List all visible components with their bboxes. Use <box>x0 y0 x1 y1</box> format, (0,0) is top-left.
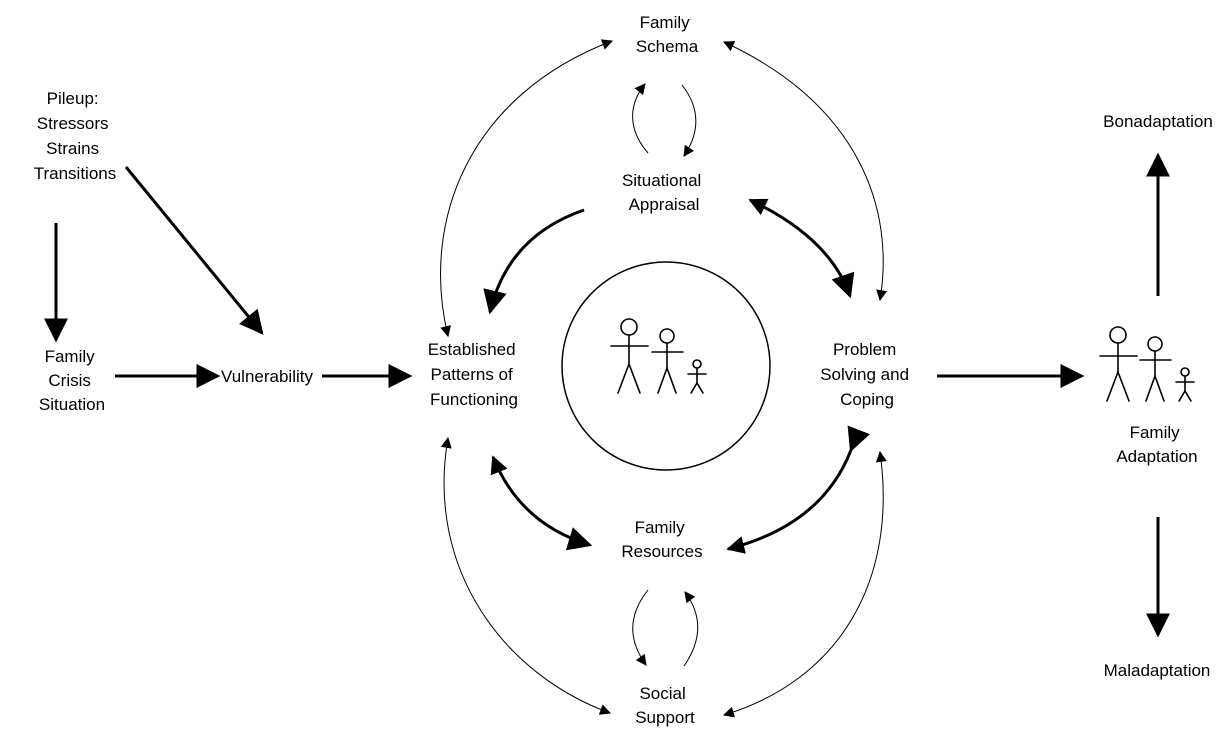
stick-figure-family-icon <box>1099 326 1195 402</box>
arrow-pileup-to-vulnerability <box>124 166 264 335</box>
arrow-support-to-resources <box>683 591 699 667</box>
problem-solving-label: Problem Solving and Coping <box>820 340 914 409</box>
arrow-schema-to-appraisal <box>681 84 697 157</box>
arrow-appraisal-to-schema <box>632 83 649 154</box>
family-schema-label: Family Schema <box>636 13 699 56</box>
pileup-label: Pileup: Stressors Strains Transitions <box>34 89 117 183</box>
established-patterns-label: Established Patterns of Functioning <box>428 340 521 409</box>
bonadaptation-label: Bonadaptation <box>1103 112 1213 131</box>
vulnerability-label: Vulnerability <box>221 367 313 386</box>
family-crisis-situation-label: Family Crisis Situation <box>39 347 105 414</box>
situational-appraisal-label: Situational Appraisal <box>622 171 706 214</box>
arrow-appraisal-to-patterns <box>483 208 585 315</box>
family-system-circle <box>561 261 771 471</box>
arrow-resources-to-support <box>632 589 649 666</box>
arrow-schema-patterns <box>440 39 614 338</box>
arrow-coping-support <box>722 450 887 718</box>
stick-figure-family-icon <box>610 318 707 394</box>
arrow-appraisal-coping <box>748 198 855 299</box>
family-adaptation-label: Family Adaptation <box>1116 423 1197 466</box>
maladaptation-label: Maladaptation <box>1104 661 1211 680</box>
family-resources-label: Family Resources <box>621 518 702 561</box>
arrow-coping-resources <box>726 425 870 554</box>
arrow-schema-coping <box>723 41 888 302</box>
arrow-patterns-support <box>440 436 612 715</box>
arrow-patterns-resources <box>490 455 593 551</box>
social-support-label: Social Support <box>635 684 695 727</box>
